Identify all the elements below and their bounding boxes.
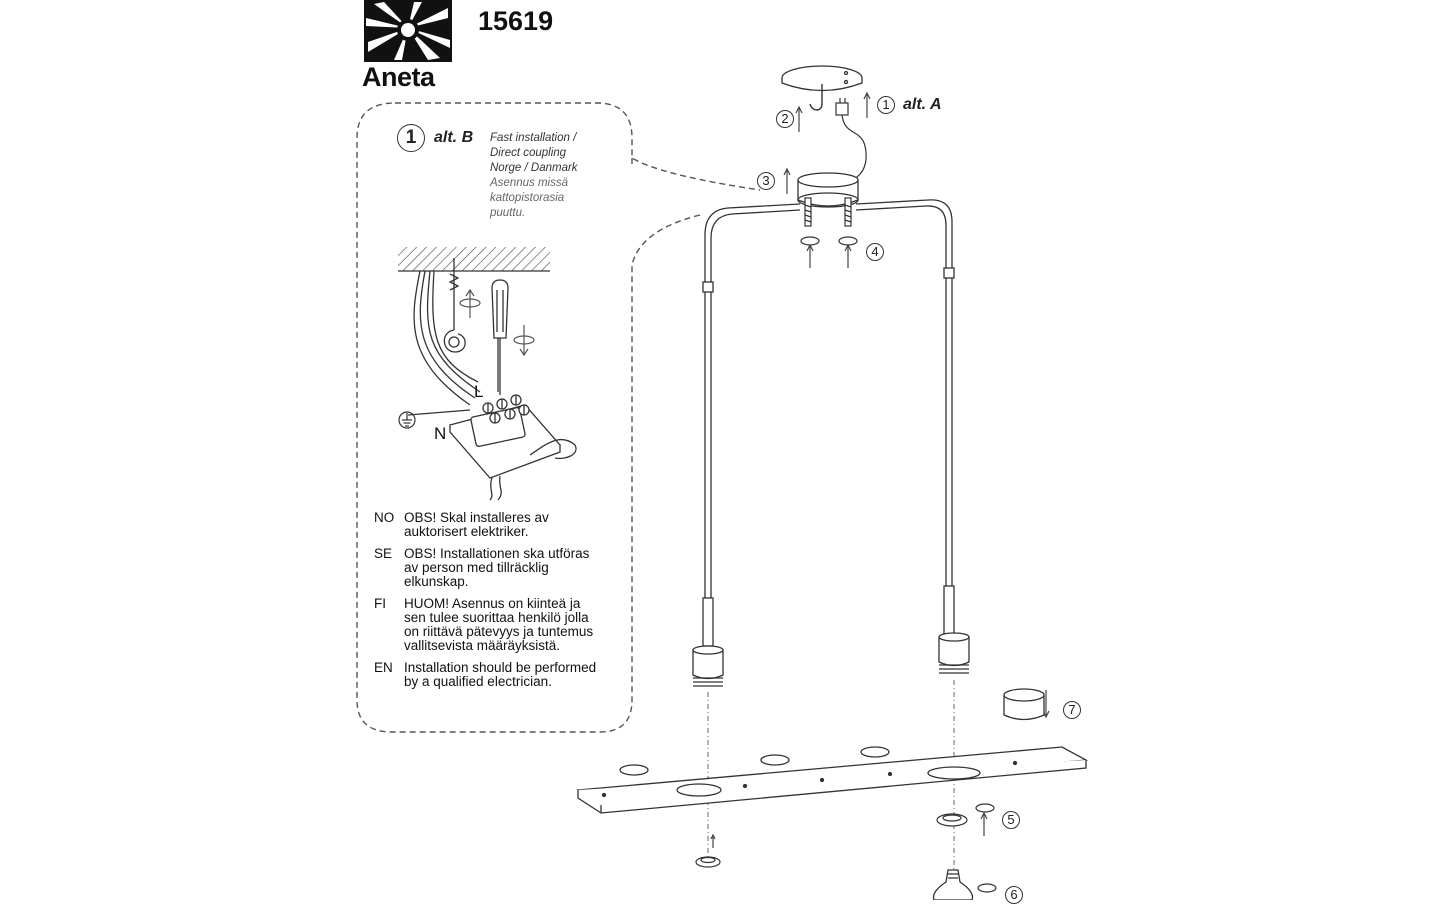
rotate-arrow-icon-2 — [513, 325, 535, 357]
warning-line: HUOM! Asennus on kiinteä ja — [404, 596, 581, 611]
suspension-frame — [702, 199, 955, 293]
step-arrows — [710, 91, 1050, 848]
lamp-socket-left — [692, 597, 724, 687]
warning-line: elkunskap. — [404, 574, 469, 589]
warning-no: NO OBS! Skal installeres av auktorisert … — [374, 511, 624, 539]
step-5-number: 5 — [1002, 811, 1020, 829]
step-3-number: 3 — [757, 172, 775, 190]
alt-b-label: alt. B — [434, 129, 474, 146]
screwdriver-icon — [491, 279, 509, 395]
note-line: Direct coupling — [490, 147, 567, 159]
alt-b-step-number: 1 — [397, 124, 425, 152]
warning-lang: NO — [374, 510, 395, 525]
warning-line: by a qualified electrician. — [404, 674, 552, 689]
terminal-block — [448, 394, 577, 501]
step-4-number: 4 — [866, 243, 884, 261]
warning-text: OBS! Installationen ska utföras av perso… — [404, 547, 589, 589]
product-number: 15619 — [478, 6, 554, 36]
note-line: Norge / Danmark — [490, 162, 578, 174]
live-wire-label: L — [474, 382, 484, 401]
lamp-bar — [576, 746, 1089, 814]
shade-ring — [1003, 688, 1045, 721]
warning-line: on riittävä pätevyys ja tuntemus — [404, 624, 594, 639]
earth-ground-icon — [398, 411, 416, 429]
note-line-fi: puuttu. — [490, 207, 526, 219]
nuts — [800, 236, 858, 246]
brand-name: Aneta — [362, 62, 435, 92]
warning-line: Installation should be performed — [404, 660, 597, 675]
warning-line: OBS! Skal installeres av — [404, 510, 549, 525]
warning-line: auktorisert elektriker. — [404, 524, 529, 539]
alt-b-callout-bubble — [356, 102, 761, 733]
supply-cables — [407, 270, 481, 416]
pendant-cables — [704, 278, 953, 600]
warning-lang: FI — [374, 596, 386, 611]
alt-a-label: alt. A — [903, 96, 942, 113]
safety-warnings: NO OBS! Skal installeres av auktorisert … — [374, 511, 624, 697]
warning-line: sen tulee suorittaa henkilö jolla — [404, 610, 589, 625]
hook-icon — [809, 84, 823, 111]
step-2-number: 2 — [776, 110, 794, 128]
warning-text: Installation should be performed by a qu… — [404, 661, 596, 689]
note-line-fi: Asennus missä — [490, 177, 568, 189]
warning-en: EN Installation should be performed by a… — [374, 661, 624, 689]
rotate-arrow-icon — [459, 288, 481, 318]
warning-lang: EN — [374, 660, 393, 675]
warning-lang: SE — [374, 546, 393, 561]
ceiling-hook-icon — [443, 258, 466, 353]
warning-fi: FI HUOM! Asennus on kiinteä ja sen tulee… — [374, 597, 624, 653]
step-6-number: 6 — [1005, 886, 1023, 904]
warning-text: OBS! Skal installeres av auktorisert ele… — [404, 511, 549, 539]
warning-se: SE OBS! Installationen ska utföras av pe… — [374, 547, 624, 589]
warning-text: HUOM! Asennus on kiinteä ja sen tulee su… — [404, 597, 593, 653]
canopy-cup — [797, 172, 859, 208]
note-line: Fast installation / — [490, 132, 577, 144]
note-line-fi: kattopistorasia — [490, 192, 565, 204]
brand-emblem-icon — [364, 0, 452, 62]
warning-line: av person med tillräcklig — [404, 560, 549, 575]
mounting-screws — [804, 197, 852, 227]
light-bulb — [932, 869, 974, 900]
step-1-number: 1 — [877, 96, 895, 114]
alt-b-notes: Fast installation / Direct coupling Norg… — [490, 131, 610, 221]
ceiling-hatch — [398, 247, 550, 272]
step-7-number: 7 — [1063, 701, 1081, 719]
lamp-socket-right — [938, 585, 970, 674]
retaining-rings — [695, 803, 997, 893]
warning-line: OBS! Installationen ska utföras — [404, 546, 590, 561]
plug-connector — [835, 98, 867, 183]
brand-logo: Aneta — [362, 0, 454, 94]
alignment-lines — [707, 680, 955, 870]
neutral-wire-label: N — [434, 424, 447, 443]
warning-line: vallitsevista määräyksistä. — [404, 638, 561, 653]
